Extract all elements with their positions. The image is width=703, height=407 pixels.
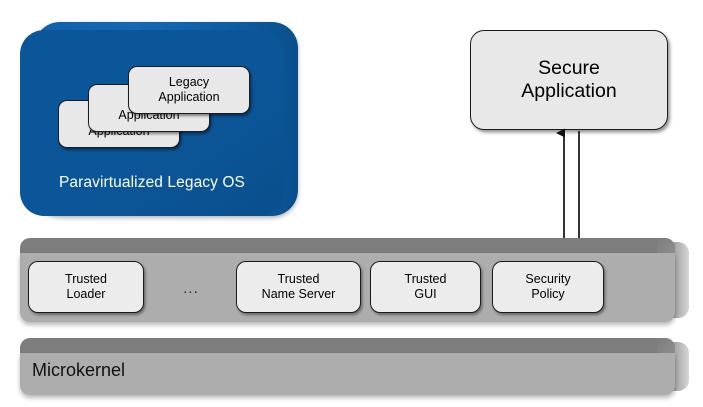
legacy-os-label: Paravirtualized Legacy OS [58,174,245,191]
microkernel-label: Microkernel [32,360,126,380]
services-ellipsis: ... [183,280,199,297]
microkernel-band-front-face [20,353,675,395]
microkernel-band [20,338,692,395]
trusted-band-top-face [20,238,675,253]
microkernel-band-3d-side [672,342,689,391]
microkernel-band-top-face [20,338,675,353]
trusted-band-3d-side [672,242,689,318]
